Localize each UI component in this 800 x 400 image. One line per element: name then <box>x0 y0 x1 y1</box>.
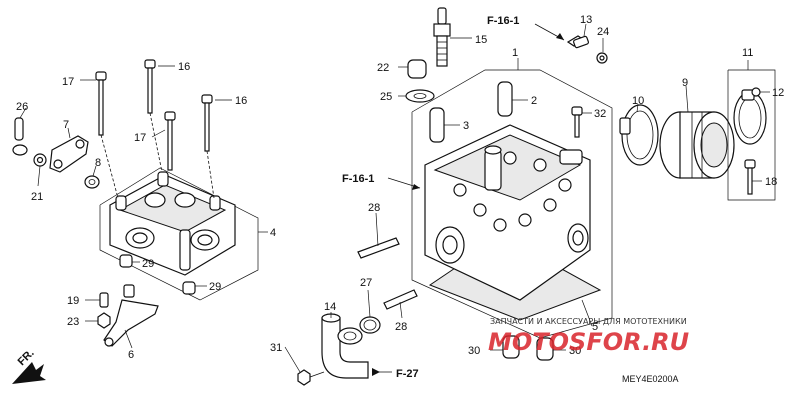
pin-19 <box>85 292 109 308</box>
bolt-16-path <box>149 112 163 173</box>
sleeve-30-left <box>490 335 520 359</box>
label-part-11: 11 <box>742 47 753 59</box>
spring-8 <box>84 165 100 189</box>
label-part-30-right: 30 <box>569 345 581 357</box>
nut-12 <box>751 87 770 97</box>
watermark-tagline: ЗАПЧАСТИ И АКСЕССУАРЫ ДЛЯ МОТОТЕХНИКИ <box>490 317 687 326</box>
dowel-29-left <box>119 254 140 268</box>
ref-front: FR. <box>16 347 37 368</box>
label-part-27: 27 <box>360 277 372 289</box>
bolt-17-left <box>80 71 107 136</box>
label-part-12: 12 <box>772 87 784 99</box>
label-part-32: 32 <box>594 108 606 120</box>
label-part-29-right: 29 <box>209 281 221 293</box>
elbow-14 <box>321 312 369 379</box>
label-part-26: 26 <box>16 101 28 113</box>
band-clamp-11 <box>733 89 767 145</box>
stud-28-lower <box>383 289 418 319</box>
head-group-box <box>411 69 613 339</box>
label-part-28-lower: 28 <box>395 321 407 333</box>
label-part-7: 7 <box>63 119 69 131</box>
bolt-17-center <box>151 111 176 171</box>
guide-2 <box>497 81 528 117</box>
label-part-14: 14 <box>324 301 336 313</box>
lever-6 <box>103 284 159 349</box>
label-part-24: 24 <box>597 26 609 38</box>
label-part-10: 10 <box>632 95 644 107</box>
label-part-8: 8 <box>95 157 101 169</box>
label-part-31: 31 <box>270 342 282 354</box>
guide-3 <box>429 107 460 143</box>
label-part-29-left: 29 <box>142 258 154 270</box>
bolt-13 <box>566 23 589 49</box>
spark-plug-15 <box>433 7 472 67</box>
label-part-30-left: 30 <box>468 345 480 357</box>
nut-23 <box>85 312 111 329</box>
clip-26 <box>12 107 28 156</box>
o-ring-27 <box>359 289 381 334</box>
camshaft-holder <box>109 171 236 276</box>
washer-24 <box>596 38 608 64</box>
label-part-5: 5 <box>592 321 598 333</box>
washer-25 <box>398 89 435 103</box>
ref-f27-head <box>372 368 380 376</box>
label-part-4: 4 <box>270 227 276 239</box>
bolt-17-path <box>100 134 119 199</box>
label-part-17-left: 17 <box>62 76 74 88</box>
screw-18 <box>744 159 762 195</box>
label-part-22: 22 <box>377 62 389 74</box>
label-part-28-upper: 28 <box>368 202 380 214</box>
cap-22 <box>398 59 427 79</box>
dowel-29-right <box>182 281 207 295</box>
label-part-15: 15 <box>475 34 487 46</box>
cylinder-head <box>424 124 602 321</box>
label-part-6: 6 <box>128 349 134 361</box>
label-part-21: 21 <box>31 191 43 203</box>
ref-f161-left-head <box>412 184 420 190</box>
insulator-9 <box>659 85 735 179</box>
front-arrow <box>12 362 46 384</box>
bolt-16-right <box>201 94 232 152</box>
clamp-group-box <box>727 69 776 201</box>
ref-f161-top: F-16-1 <box>487 15 519 27</box>
label-part-13: 13 <box>580 14 592 26</box>
label-part-16-right: 16 <box>235 95 247 107</box>
ref-f161-top-head <box>556 33 564 40</box>
label-part-23: 23 <box>67 316 79 328</box>
ref-f161-left: F-16-1 <box>342 173 374 185</box>
label-part-3: 3 <box>463 120 469 132</box>
ref-f27: F-27 <box>396 368 419 380</box>
label-part-18: 18 <box>765 176 777 188</box>
clamp-10 <box>619 103 659 166</box>
washer-21 <box>33 153 47 187</box>
bolt-16-left <box>144 59 175 114</box>
label-part-25: 25 <box>380 91 392 103</box>
diagram-code: MEY4E0200A <box>622 374 679 384</box>
label-part-19: 19 <box>67 295 79 307</box>
label-part-1: 1 <box>512 47 518 59</box>
watermark-brand: MOTOSFOR.RU <box>488 328 689 356</box>
label-part-16-left: 16 <box>178 61 190 73</box>
label-part-2: 2 <box>531 95 537 107</box>
bolt-32 <box>571 106 592 138</box>
bolt-16b-path <box>206 150 215 199</box>
leader-5 <box>581 299 593 327</box>
holder-group-box <box>99 167 259 301</box>
sleeve-30-right <box>536 337 566 361</box>
label-part-9: 9 <box>682 77 688 89</box>
label-part-17-center: 17 <box>134 132 146 144</box>
arm-7 <box>49 127 89 173</box>
stud-28-upper <box>357 212 400 259</box>
bolt-31 <box>284 346 325 386</box>
